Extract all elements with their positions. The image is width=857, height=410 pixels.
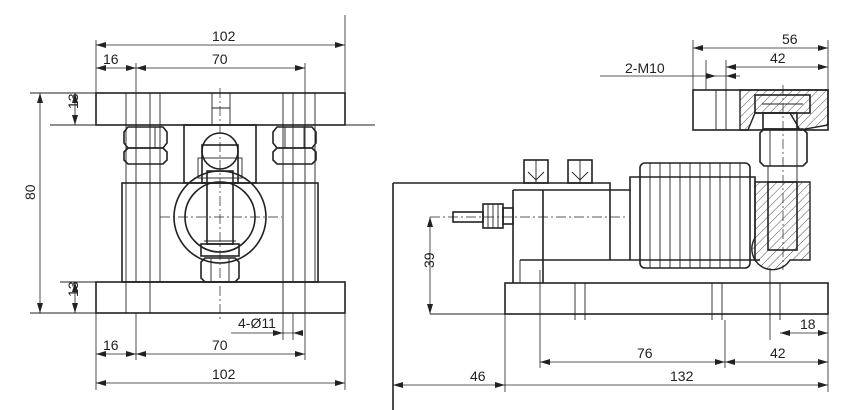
dim-front-plate-bottom: 13	[65, 281, 81, 297]
side-bellows	[639, 162, 751, 269]
dim-side-overall-length: 132	[670, 368, 694, 384]
dim-front-plate-top: 13	[65, 93, 81, 109]
front-view: 102 16 70 13 80 13 4-Ø11	[22, 15, 375, 390]
side-screw-right	[567, 159, 593, 184]
side-screw-left	[523, 159, 549, 184]
front-nut-right	[272, 126, 317, 165]
dim-side-hole-edge: 42	[770, 345, 786, 361]
front-bottom-plate	[95, 281, 346, 314]
dim-side-hole-spacing: 76	[637, 345, 653, 361]
front-guide-rods	[125, 92, 316, 283]
dim-front-offset-bottom: 16	[103, 337, 119, 353]
side-view: 56 42 2-M10 39 18 76 42	[392, 31, 829, 410]
dim-side-cap-width: 56	[782, 31, 798, 47]
front-bottom-nut	[200, 257, 240, 283]
side-base-plate	[504, 282, 829, 315]
side-cable-gland	[452, 203, 514, 229]
side-support-section	[751, 181, 811, 271]
dim-front-width-top: 102	[212, 28, 236, 44]
dim-side-cable-offset: 46	[470, 368, 486, 384]
label-thread-spec: 2-M10	[625, 60, 665, 76]
front-nut-left	[123, 126, 168, 165]
dim-front-spacing-bottom: 70	[212, 337, 228, 353]
side-top-cap-section	[739, 89, 829, 131]
dim-side-cable-height: 39	[421, 252, 437, 268]
dim-front-height: 80	[22, 184, 38, 200]
label-mounting-holes: 4-Ø11	[238, 315, 276, 331]
dim-front-offset-top: 16	[103, 51, 119, 67]
dim-front-width-bottom: 102	[212, 366, 236, 382]
dim-side-edge-offset: 18	[800, 316, 816, 332]
front-top-plate	[95, 92, 346, 126]
dim-side-thread-edge: 42	[770, 50, 786, 66]
dim-front-spacing-top: 70	[212, 51, 228, 67]
